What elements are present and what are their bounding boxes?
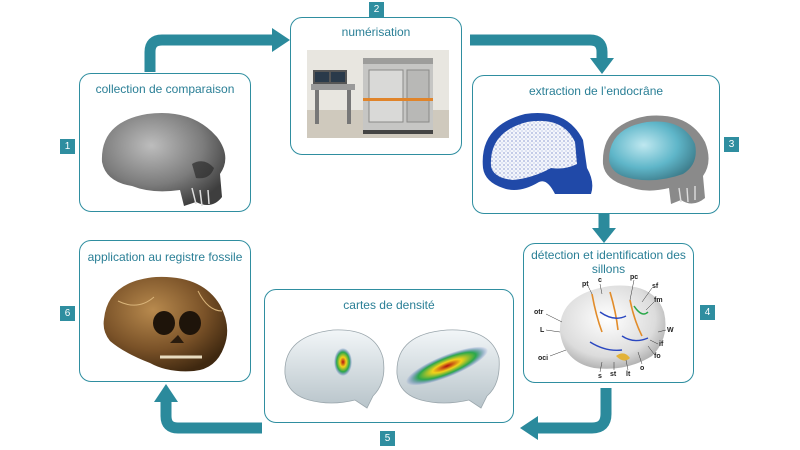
sulcus-label: s: [598, 373, 602, 380]
skull-section-image: [482, 113, 593, 194]
step-title: extraction de l’endocrâne: [528, 84, 664, 98]
sulcus-label: st: [610, 371, 617, 378]
step-title: numérisation: [341, 25, 411, 39]
arrow-1-to-2: [144, 34, 272, 72]
step-box-density-maps: cartes de densité: [264, 289, 514, 423]
skull-image: [101, 112, 226, 207]
sulcus-label: fm: [654, 297, 663, 304]
sulcus-label: lt: [626, 371, 631, 378]
endocast-skull-image: [602, 115, 709, 204]
step-badge: 5: [380, 431, 395, 446]
arrow-5-to-6-head: [154, 384, 178, 402]
sulcus-label: L: [540, 327, 545, 334]
arrow-2-to-3: [470, 34, 608, 58]
step-title: cartes de densité: [343, 298, 435, 312]
fossil-skull-image: [103, 276, 228, 372]
sulcus-label: W: [667, 327, 674, 334]
density-map-left: [284, 329, 385, 409]
step-title: application au registre fossile: [87, 250, 243, 264]
density-map-right: [396, 329, 500, 409]
step-badge: 1: [60, 139, 75, 154]
arrow-5-to-6: [160, 402, 262, 434]
step-box-collection: collection de comparaison: [79, 73, 251, 212]
sulcus-label: if: [659, 341, 664, 348]
step-box-endocast-extraction: extraction de l’endocrâne: [472, 75, 720, 214]
sulcus-label: pt: [582, 281, 589, 288]
step-title: détection et identification des sillons: [531, 248, 686, 276]
step-badge: 3: [724, 137, 739, 152]
labeled-endocast-image: pt c pc sf fm otr L W if fo o oci s st l…: [534, 274, 674, 380]
sulcus-label: pc: [630, 274, 638, 281]
arrow-4-to-5: [538, 388, 612, 434]
arrow-3-to-4-head: [592, 228, 616, 243]
step-box-scanning: numérisation: [290, 17, 462, 155]
sulcus-label: fo: [654, 353, 661, 360]
step-box-sulci-detection: détection et identification des sillons …: [523, 243, 694, 383]
sulcus-label: sf: [652, 283, 659, 290]
step-badge: 6: [60, 306, 75, 321]
arrow-1-to-2-head: [272, 28, 290, 52]
step-badge: 4: [700, 305, 715, 320]
arrow-4-to-5-head: [520, 416, 538, 440]
ct-scanner-photo: [307, 50, 449, 138]
arrow-2-to-3-head: [590, 58, 614, 74]
sulcus-label: oci: [538, 355, 548, 362]
step-badge: 2: [369, 2, 384, 17]
step-title: collection de comparaison: [95, 82, 235, 96]
sulcus-label: o: [640, 365, 644, 372]
sulcus-label: c: [598, 277, 602, 284]
step-box-fossil-application: application au registre fossile: [79, 240, 251, 382]
sulcus-label: otr: [534, 309, 544, 316]
